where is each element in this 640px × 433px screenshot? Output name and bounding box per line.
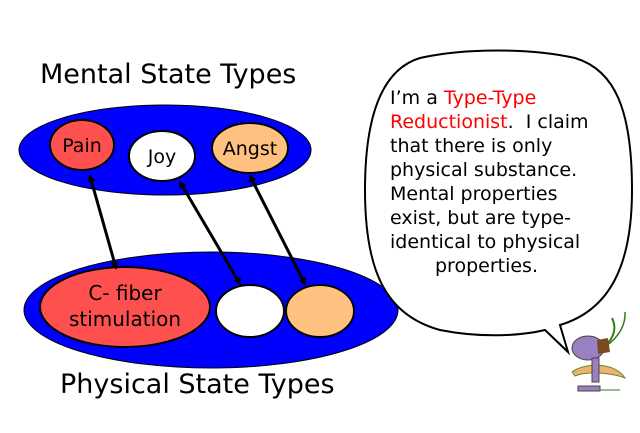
angst-arrow <box>248 174 307 286</box>
c-fiber-label-2: stimulation <box>69 307 181 331</box>
svg-text:I’m a Type-Type: I’m a Type-Type <box>390 87 536 109</box>
svg-text:identical to physical: identical to physical <box>390 231 580 253</box>
angst-label: Angst <box>223 138 277 160</box>
speech-text: I’m a Type-Type Reductionist. I claim th… <box>390 87 589 277</box>
svg-text:physical substance.: physical substance. <box>390 159 577 181</box>
joy-label: Joy <box>147 146 176 168</box>
physical-title: Physical State Types <box>60 369 335 400</box>
svg-text:properties.: properties. <box>435 255 538 277</box>
angst-node <box>211 122 289 174</box>
speech-bubble <box>363 49 634 356</box>
joy-arrow <box>178 180 242 286</box>
cartoon-character-icon <box>571 311 627 392</box>
svg-text:Mental properties: Mental properties <box>390 183 558 205</box>
pain-label: Pain <box>62 135 102 157</box>
physical-angst-node <box>285 284 355 338</box>
svg-text:that there is only: that there is only <box>390 135 552 157</box>
joy-node <box>128 130 196 182</box>
mental-title: Mental State Types <box>40 59 296 90</box>
pain-node <box>49 119 115 171</box>
c-fiber-label-1: C- fiber <box>88 281 162 305</box>
c-fiber-node <box>39 266 211 348</box>
svg-text:exist, but are type-: exist, but are type- <box>390 207 571 229</box>
pain-arrow <box>87 174 119 270</box>
svg-text:Reductionist. I claim: Reductionist. I claim <box>390 111 589 133</box>
physical-joy-node <box>215 284 285 338</box>
